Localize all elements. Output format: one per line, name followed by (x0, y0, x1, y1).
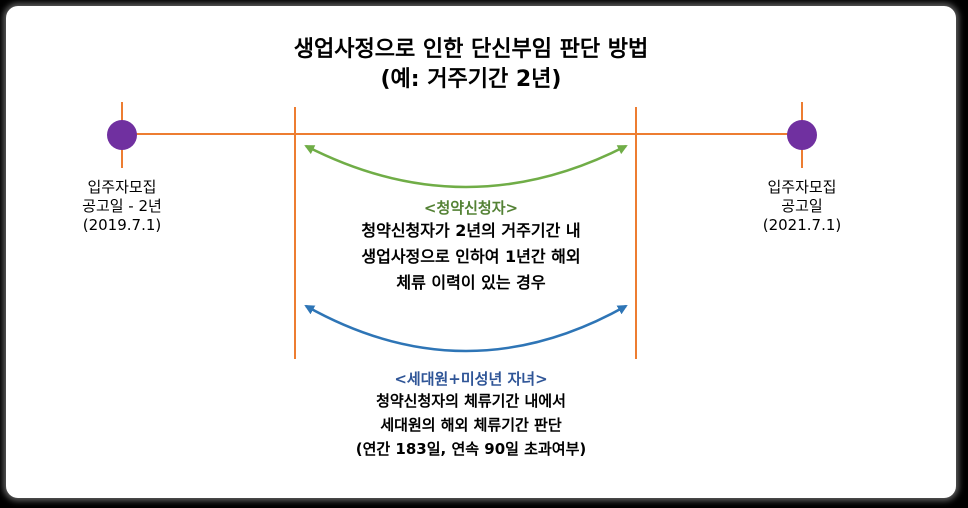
applicant-line1: 청약신청자가 2년의 거주기간 내 (361, 221, 581, 240)
right-date-marker (787, 120, 817, 150)
applicant-line2: 생업사정으로 인하여 1년간 해외 (361, 247, 581, 266)
applicant-line3: 체류 이력이 있는 경우 (396, 273, 546, 292)
period-end-line (635, 107, 637, 359)
right-date-line1: 입주자모집 (767, 178, 837, 196)
applicant-heading: <청약신청자> (423, 199, 519, 217)
household-period-arrow (304, 304, 628, 353)
right-date-line2: 공고일 (781, 197, 823, 215)
period-start-line (294, 107, 296, 359)
household-block: <세대원+미성년 자녀> 청약신청자의 체류기간 내에서 세대원의 해외 체류기… (6, 369, 936, 461)
household-heading: <세대원+미성년 자녀> (394, 370, 548, 388)
household-line1: 청약신청자의 체류기간 내에서 (376, 392, 566, 410)
diagram-title-line1: 생업사정으로 인한 단신부임 판단 방법 (293, 37, 649, 62)
left-date-line2: 공고일 - 2년 (82, 197, 162, 215)
household-line3: (연간 183일, 연속 90일 초과여부) (355, 440, 587, 458)
period-arrows (304, 144, 628, 353)
left-date-label: 입주자모집 공고일 - 2년 (2019.7.1) (47, 178, 197, 235)
diagram-title-line2: (예: 거주기간 2년) (380, 67, 562, 92)
right-date-label: 입주자모집 공고일 (2021.7.1) (727, 178, 877, 235)
left-date-marker (107, 120, 137, 150)
left-date-line3: (2019.7.1) (82, 216, 162, 234)
timeline-line (122, 133, 802, 135)
applicant-block: <청약신청자> 청약신청자가 2년의 거주기간 내 생업사정으로 인하여 1년간… (6, 198, 936, 296)
diagram-canvas: 생업사정으로 인한 단신부임 판단 방법 (예: 거주기간 2년) 입주자모집 … (6, 6, 956, 498)
household-line2: 세대원의 해외 체류기간 판단 (380, 416, 562, 434)
left-date-line1: 입주자모집 (87, 178, 157, 196)
right-date-line3: (2021.7.1) (762, 216, 842, 234)
applicant-period-arrow (304, 144, 628, 189)
